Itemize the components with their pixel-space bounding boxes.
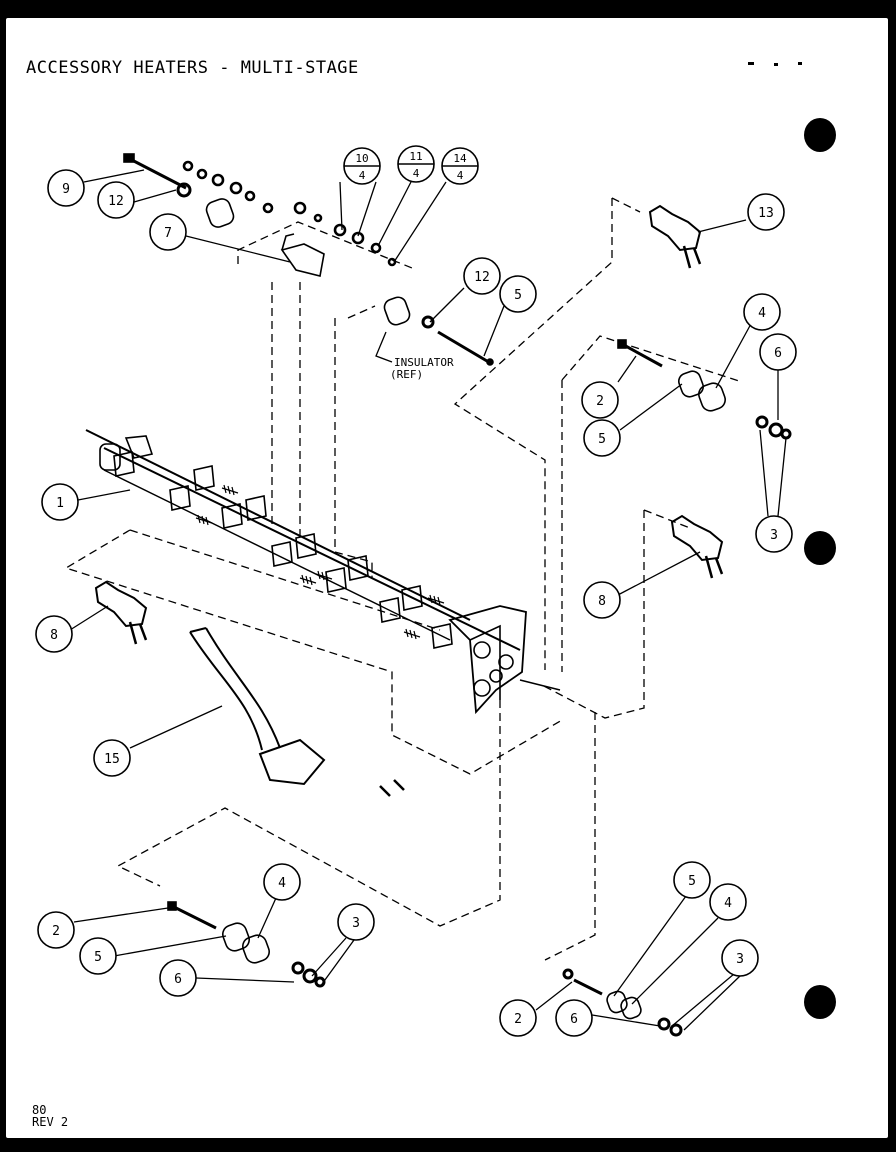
callout-3-bottom-left: 3 — [352, 916, 360, 931]
callout-4-top: 4 — [758, 306, 766, 321]
insulator-ref-label: (REF) — [390, 368, 423, 381]
fraction-callout-11-bottom: 4 — [413, 167, 420, 180]
revision-footer: 80 REV 2 — [32, 1104, 68, 1128]
fraction-callout-10-bottom: 4 — [359, 169, 366, 182]
callout-15: 15 — [104, 752, 120, 767]
callout-5-bottom-left: 5 — [94, 950, 102, 965]
fraction-callout-14-bottom: 4 — [457, 169, 464, 182]
callout-5-bottom-right: 5 — [688, 874, 696, 889]
stud-insulator-group-top-right — [617, 339, 792, 440]
insulator-label: INSULATOR — [394, 356, 454, 369]
callout-1: 1 — [56, 496, 64, 511]
callout-circles — [35, 169, 797, 1037]
fraction-callout-11-top: 11 — [409, 150, 422, 163]
punch-hole-top — [804, 118, 836, 152]
callout-12-top: 12 — [108, 194, 124, 209]
callout-4-bottom-right: 4 — [724, 896, 732, 911]
callout-7: 7 — [164, 226, 172, 241]
punch-hole-middle — [804, 531, 836, 565]
fraction-callout-10-top: 10 — [355, 152, 368, 165]
assembly-dashed-lines — [64, 197, 743, 961]
fraction-callout-14-top: 14 — [453, 152, 467, 165]
callout-2-bottom-right: 2 — [514, 1012, 522, 1027]
punch-hole-bottom — [804, 985, 836, 1019]
callout-8-right: 8 — [598, 594, 606, 609]
heater-element-assembly — [85, 429, 561, 715]
footer-page-number: 80 — [32, 1103, 47, 1117]
callout-2-bottom-left: 2 — [52, 924, 60, 939]
terminal-block-13 — [648, 204, 702, 269]
callout-3-top: 3 — [770, 528, 778, 543]
callout-8-left: 8 — [50, 628, 58, 643]
callout-13: 13 — [758, 206, 774, 221]
footer-revision: REV 2 — [32, 1115, 69, 1129]
callout-4-bottom-left: 4 — [278, 876, 286, 891]
page-title: ACCESSORY HEATERS - MULTI-STAGE — [26, 58, 359, 78]
callout-12-insulator: 12 — [474, 270, 490, 285]
leader-lines — [69, 169, 787, 1031]
power-cord-plug — [189, 627, 405, 797]
callout-2-top: 2 — [596, 394, 604, 409]
callout-5-top-right: 5 — [598, 432, 606, 447]
fraction-callout-circles — [343, 145, 479, 185]
callout-6-bottom-left: 6 — [174, 972, 182, 987]
corner-marks — [748, 62, 802, 66]
callout-5-stud-top: 5 — [514, 288, 522, 303]
callout-9: 9 — [62, 182, 70, 197]
top-hardware-stack — [123, 153, 494, 366]
callout-6-bottom-right: 6 — [570, 1012, 578, 1027]
callout-6-top: 6 — [774, 346, 782, 361]
terminal-block-8-right — [670, 514, 724, 579]
stud-insulator-group-bottom-right — [562, 968, 683, 1037]
callout-3-bottom-right: 3 — [736, 952, 744, 967]
